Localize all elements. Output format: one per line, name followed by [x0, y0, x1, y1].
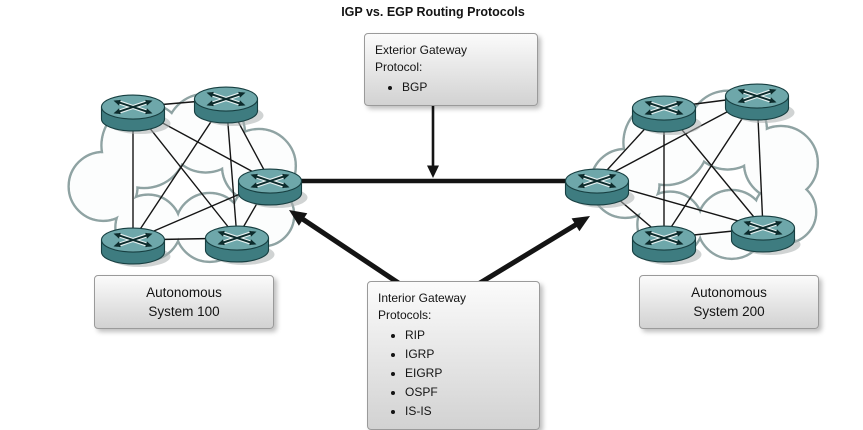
as-200-line2: System 200 [693, 304, 765, 319]
as-100-line2: System 100 [148, 304, 220, 319]
router-icon [633, 96, 702, 135]
egp-box-heading-line2: Protocol: [375, 60, 423, 74]
igp-protocol-item: RIP [405, 327, 529, 344]
router-icon [102, 228, 171, 267]
router-icon [206, 226, 275, 265]
igp-box: Interior Gateway Protocols: RIP IGRP EIG… [367, 281, 540, 430]
diagram-title: IGP vs. EGP Routing Protocols [341, 5, 525, 19]
egp-protocol-list: BGP [375, 79, 527, 96]
igp-protocol-item: IS-IS [405, 403, 529, 420]
egp-arrow [427, 106, 439, 178]
as-100-line1: Autonomous [146, 285, 222, 300]
igp-box-heading-line1: Interior Gateway [378, 291, 467, 305]
igp-protocol-item: IGRP [405, 346, 529, 363]
router-icon [566, 169, 635, 208]
router-icon [633, 226, 702, 265]
egp-protocol-item: BGP [402, 79, 527, 96]
igp-protocol-item: EIGRP [405, 365, 529, 382]
autonomous-system-100-label: Autonomous System 100 [94, 275, 274, 329]
router-icon [732, 216, 801, 255]
igp-protocol-list: RIP IGRP EIGRP OSPF IS-IS [378, 327, 529, 420]
router-icon [239, 169, 308, 208]
egp-box-heading-line1: Exterior Gateway [375, 43, 468, 57]
router-icon [726, 84, 795, 123]
igp-box-heading-line2: Protocols: [378, 308, 432, 322]
igp-protocol-item: OSPF [405, 384, 529, 401]
egp-box: Exterior Gateway Protocol: BGP [364, 33, 538, 106]
router-icon [195, 87, 264, 126]
as-200-line1: Autonomous [691, 285, 767, 300]
autonomous-system-200-label: Autonomous System 200 [639, 275, 819, 329]
router-icon [102, 95, 171, 134]
